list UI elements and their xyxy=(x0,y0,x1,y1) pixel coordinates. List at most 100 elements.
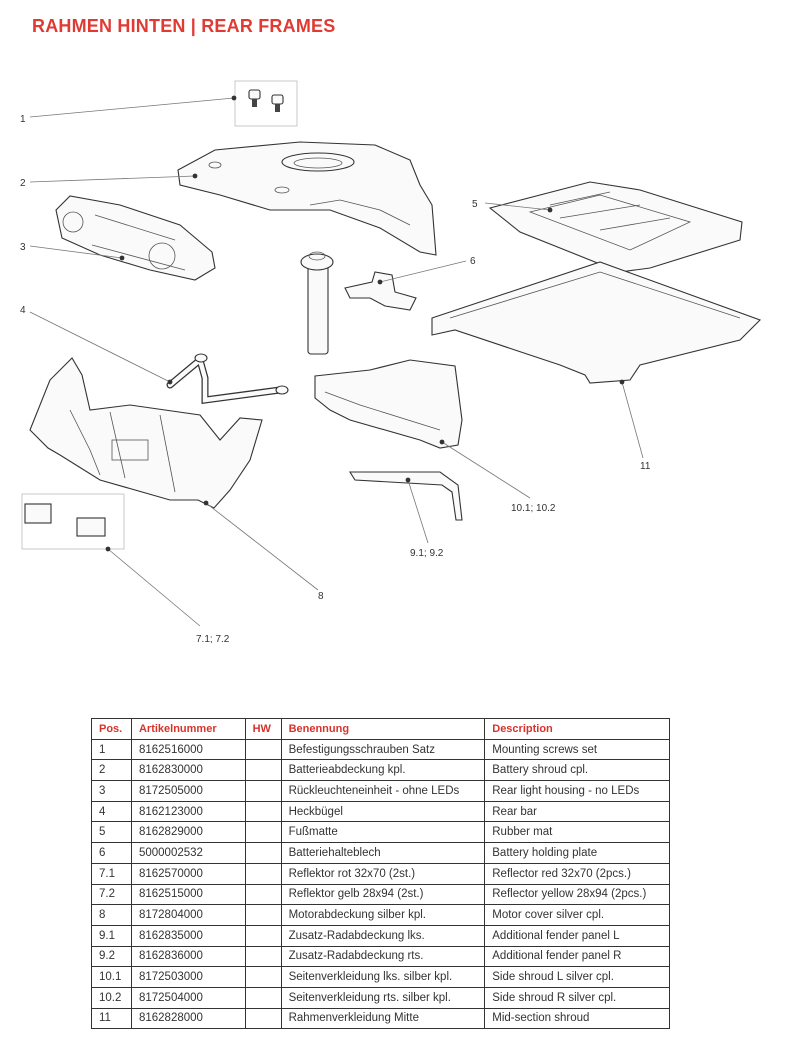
cell-pos: 8 xyxy=(91,904,132,926)
cell-benennung: Zusatz-Radabdeckung lks. xyxy=(280,924,486,947)
callout-2: 2 xyxy=(20,178,26,189)
callout-9: 9.1; 9.2 xyxy=(410,548,444,559)
cell-pos: 10.2 xyxy=(91,986,132,1009)
table-header-row: Pos. Artikelnummer HW Benennung Descript… xyxy=(91,718,670,740)
cell-pos: 6 xyxy=(91,842,132,864)
cell-article-number: 8172804000 xyxy=(130,904,246,926)
cell-hw xyxy=(244,904,282,926)
cell-pos: 2 xyxy=(91,759,132,782)
page-title: RAHMEN HINTEN | REAR FRAMES xyxy=(32,16,336,36)
cell-hw xyxy=(244,842,282,864)
cell-hw xyxy=(244,1007,282,1030)
part-reflectors xyxy=(21,493,125,550)
cell-hw xyxy=(244,862,282,885)
cell-hw xyxy=(244,883,282,906)
cell-hw xyxy=(244,945,282,968)
callout-3: 3 xyxy=(20,242,26,253)
cell-description: Additional fender panel R xyxy=(484,945,670,968)
part-motor-cover xyxy=(29,357,263,509)
cell-article-number: 8162829000 xyxy=(130,821,246,844)
cell-hw xyxy=(244,738,282,761)
cell-description: Reflector red 32x70 (2pcs.) xyxy=(484,862,670,885)
part-battery-holding-plate xyxy=(344,271,417,311)
parts-table: Pos. Artikelnummer HW Benennung Descript… xyxy=(91,718,670,1030)
part-battery-shroud xyxy=(177,141,437,256)
cell-benennung: Reflektor gelb 28x94 (2st.) xyxy=(280,883,486,906)
part-battery-post xyxy=(300,251,334,355)
cell-description: Rubber mat xyxy=(484,821,670,844)
col-header-article-number: Artikelnummer xyxy=(130,718,246,740)
cell-article-number: 8172504000 xyxy=(130,986,246,1009)
cell-article-number: 8162123000 xyxy=(130,800,246,823)
cell-description: Rear bar xyxy=(484,800,670,823)
callout-10: 10.1; 10.2 xyxy=(511,503,556,514)
part-fender-panel xyxy=(349,471,463,521)
cell-article-number: 8162830000 xyxy=(130,759,246,782)
cell-article-number: 8162515000 xyxy=(130,883,246,906)
cell-benennung: Batterieabdeckung kpl. xyxy=(280,759,486,782)
cell-benennung: Batteriehalteblech xyxy=(280,842,486,864)
cell-pos: 1 xyxy=(91,738,132,761)
cell-benennung: Befestigungsschrauben Satz xyxy=(280,738,486,761)
cell-hw xyxy=(244,759,282,782)
cell-pos: 10.1 xyxy=(91,966,132,988)
cell-description: Battery shroud cpl. xyxy=(484,759,670,782)
cell-benennung: Seitenverkleidung lks. silber kpl. xyxy=(280,966,486,988)
cell-description: Motor cover silver cpl. xyxy=(484,904,670,926)
part-side-shroud xyxy=(314,359,463,449)
cell-description: Battery holding plate xyxy=(484,842,670,864)
part-mid-section-shroud xyxy=(431,261,762,384)
callout-6: 6 xyxy=(470,256,476,267)
cell-hw xyxy=(244,780,282,802)
cell-pos: 9.2 xyxy=(91,945,132,968)
col-header-pos: Pos. xyxy=(91,718,132,740)
cell-article-number: 5000002532 xyxy=(130,842,246,864)
cell-pos: 5 xyxy=(91,821,132,844)
cell-article-number: 8162836000 xyxy=(130,945,246,968)
callout-5: 5 xyxy=(472,199,478,210)
cell-description: Rear light housing - no LEDs xyxy=(484,780,670,802)
cell-benennung: Rückleuchteneinheit - ohne LEDs xyxy=(280,780,486,802)
part-rear-bar xyxy=(166,353,289,404)
cell-hw xyxy=(244,924,282,947)
cell-pos: 11 xyxy=(91,1007,132,1030)
cell-benennung: Rahmenverkleidung Mitte xyxy=(280,1007,486,1030)
cell-description: Mid-section shroud xyxy=(484,1007,670,1030)
cell-pos: 4 xyxy=(91,800,132,823)
exploded-parts-diagram: 1 2 3 4 5 6 11 10.1; 10.2 9.1; 9.2 8 7.1… xyxy=(0,60,785,660)
cell-benennung: Motorabdeckung silber kpl. xyxy=(280,904,486,926)
cell-benennung: Seitenverkleidung rts. silber kpl. xyxy=(280,986,486,1009)
callout-1: 1 xyxy=(20,114,26,125)
cell-description: Mounting screws set xyxy=(484,738,670,761)
part-mounting-screws xyxy=(234,80,298,127)
cell-benennung: Fußmatte xyxy=(280,821,486,844)
cell-benennung: Heckbügel xyxy=(280,800,486,823)
cell-benennung: Zusatz-Radabdeckung rts. xyxy=(280,945,486,968)
callout-11: 11 xyxy=(640,461,651,472)
col-header-description: Description xyxy=(484,718,670,740)
cell-pos: 3 xyxy=(91,780,132,802)
callout-leaders xyxy=(29,95,644,627)
cell-article-number: 8162570000 xyxy=(130,862,246,885)
cell-article-number: 8172503000 xyxy=(130,966,246,988)
cell-hw xyxy=(244,986,282,1009)
cell-article-number: 8172505000 xyxy=(130,780,246,802)
cell-benennung: Reflektor rot 32x70 (2st.) xyxy=(280,862,486,885)
cell-description: Side shroud R silver cpl. xyxy=(484,986,670,1009)
callout-8: 8 xyxy=(318,591,324,602)
part-rubber-mat xyxy=(488,181,743,273)
cell-description: Reflector yellow 28x94 (2pcs.) xyxy=(484,883,670,906)
cell-hw xyxy=(244,966,282,988)
col-header-hw: HW xyxy=(244,718,282,740)
